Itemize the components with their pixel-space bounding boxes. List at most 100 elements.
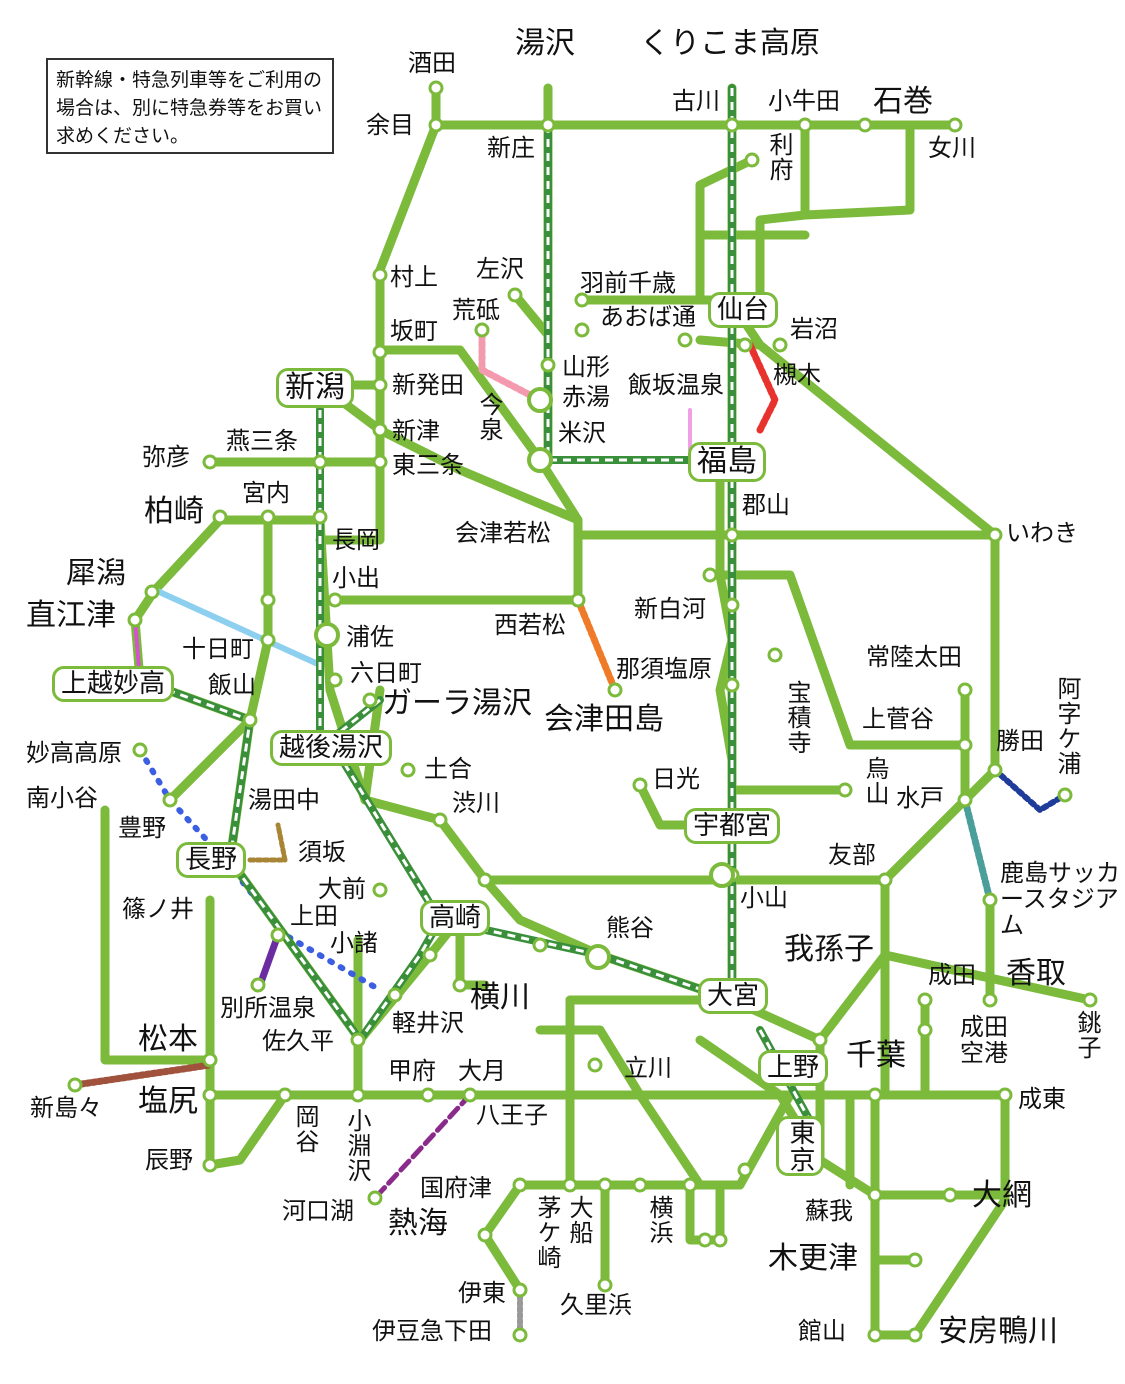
station-label: 大月 (458, 1057, 506, 1085)
railway-line (535, 455, 1000, 540)
nagaden-line (247, 822, 288, 863)
station-marker (477, 872, 493, 888)
shinkansen-dash (139, 678, 442, 1042)
station-label: 立川 (624, 1054, 672, 1082)
kashima-line (961, 796, 994, 904)
station-marker (507, 287, 523, 303)
station-label: 久里浜 (560, 1291, 632, 1319)
station-marker (327, 592, 343, 608)
station-label: 新潟 (276, 368, 354, 408)
station-marker (372, 344, 388, 360)
station-marker (982, 892, 998, 908)
station-marker (512, 1327, 528, 1343)
station-label: 村上 (390, 263, 438, 291)
station-marker (428, 80, 444, 96)
station-marker (772, 337, 788, 353)
station-label: 上野 (758, 1050, 829, 1086)
station-label: 友部 (828, 841, 876, 869)
station-label: 米沢 (558, 419, 606, 447)
major-station-marker (709, 862, 735, 888)
station-marker (767, 647, 783, 663)
station-label: 松本 (138, 1022, 198, 1057)
station-marker (867, 1087, 883, 1103)
station-label: 横浜 (645, 1195, 673, 1245)
station-label: 会津若松 (455, 519, 551, 547)
aterazawa-line (478, 331, 534, 399)
station-label: 上越妙高 (52, 666, 175, 702)
station-marker (917, 992, 933, 1008)
station-label: 鹿島サッカースタジアム (1000, 859, 1120, 939)
station-marker (957, 682, 973, 698)
station-label: 渋川 (452, 789, 500, 817)
station-marker (202, 454, 218, 470)
station-label: 女川 (928, 134, 976, 162)
station-marker (452, 977, 468, 993)
station-marker (202, 1087, 218, 1103)
station-label: 横川 (470, 980, 530, 1015)
station-label: 小諸 (330, 929, 378, 957)
station-marker (312, 509, 328, 525)
station-label: 妙高高原 (26, 739, 122, 767)
station-label: 新庄 (487, 134, 535, 162)
station-marker (367, 1190, 383, 1206)
station-marker (372, 422, 388, 438)
station-label: 塩尻 (138, 1084, 198, 1119)
station-label: 燕三条 (226, 427, 298, 455)
nagano-line (137, 747, 383, 993)
station-label: 国府津 (420, 1174, 492, 1202)
station-label: 新島々 (30, 1094, 102, 1122)
station-label: 熊谷 (606, 914, 654, 942)
station-label: 小山 (740, 884, 788, 912)
station-label: あおば通 (600, 303, 696, 331)
station-label: 弥彦 (142, 443, 190, 471)
station-marker (570, 592, 586, 608)
bessho-line (256, 931, 282, 989)
private-lines (71, 331, 1068, 1338)
station-marker (260, 632, 276, 648)
station-marker (428, 117, 444, 133)
railway-line (375, 345, 545, 465)
station-marker (607, 682, 623, 698)
shinkansen-dash (328, 739, 733, 1002)
station-label: 熱海 (388, 1206, 448, 1241)
railway-line (815, 950, 1095, 1045)
station-label: 郡山 (742, 491, 790, 519)
station-marker (697, 1232, 713, 1248)
station-label: くりこま高原 (640, 26, 820, 61)
station-label: 長岡 (332, 526, 380, 554)
station-marker (562, 1177, 578, 1193)
railway-line (315, 120, 441, 545)
station-marker (837, 782, 853, 798)
station-marker (632, 1177, 648, 1193)
station-label: 西若松 (494, 611, 566, 639)
station-label: 湯田中 (248, 786, 320, 814)
station-marker (540, 357, 556, 373)
station-marker (277, 1087, 293, 1103)
station-marker (312, 454, 328, 470)
station-label: 羽前千歳 (580, 269, 676, 297)
station-label: 日光 (652, 765, 700, 793)
railway-line (755, 210, 810, 305)
station-label: 石巻 (873, 84, 933, 119)
station-label: 宮内 (242, 479, 290, 507)
station-marker (724, 677, 740, 693)
station-label: 豊野 (118, 814, 166, 842)
station-label: 越後湯沢 (270, 730, 393, 766)
station-marker (857, 117, 873, 133)
station-label: 十日町 (182, 635, 254, 663)
station-marker (632, 777, 648, 793)
station-label: 新白河 (634, 595, 706, 623)
railway-line (130, 515, 325, 625)
station-label: 大前 (318, 875, 366, 903)
station-marker (724, 597, 740, 613)
station-marker (907, 1327, 923, 1343)
railway-line (205, 895, 290, 1170)
station-marker (422, 947, 438, 963)
station-label: 宇都宮 (684, 808, 781, 844)
station-label: 柏崎 (144, 494, 204, 529)
railway-line (165, 715, 255, 805)
station-marker (372, 267, 388, 283)
station-marker (260, 509, 276, 525)
station-marker (597, 1277, 613, 1293)
station-marker (907, 1252, 923, 1268)
